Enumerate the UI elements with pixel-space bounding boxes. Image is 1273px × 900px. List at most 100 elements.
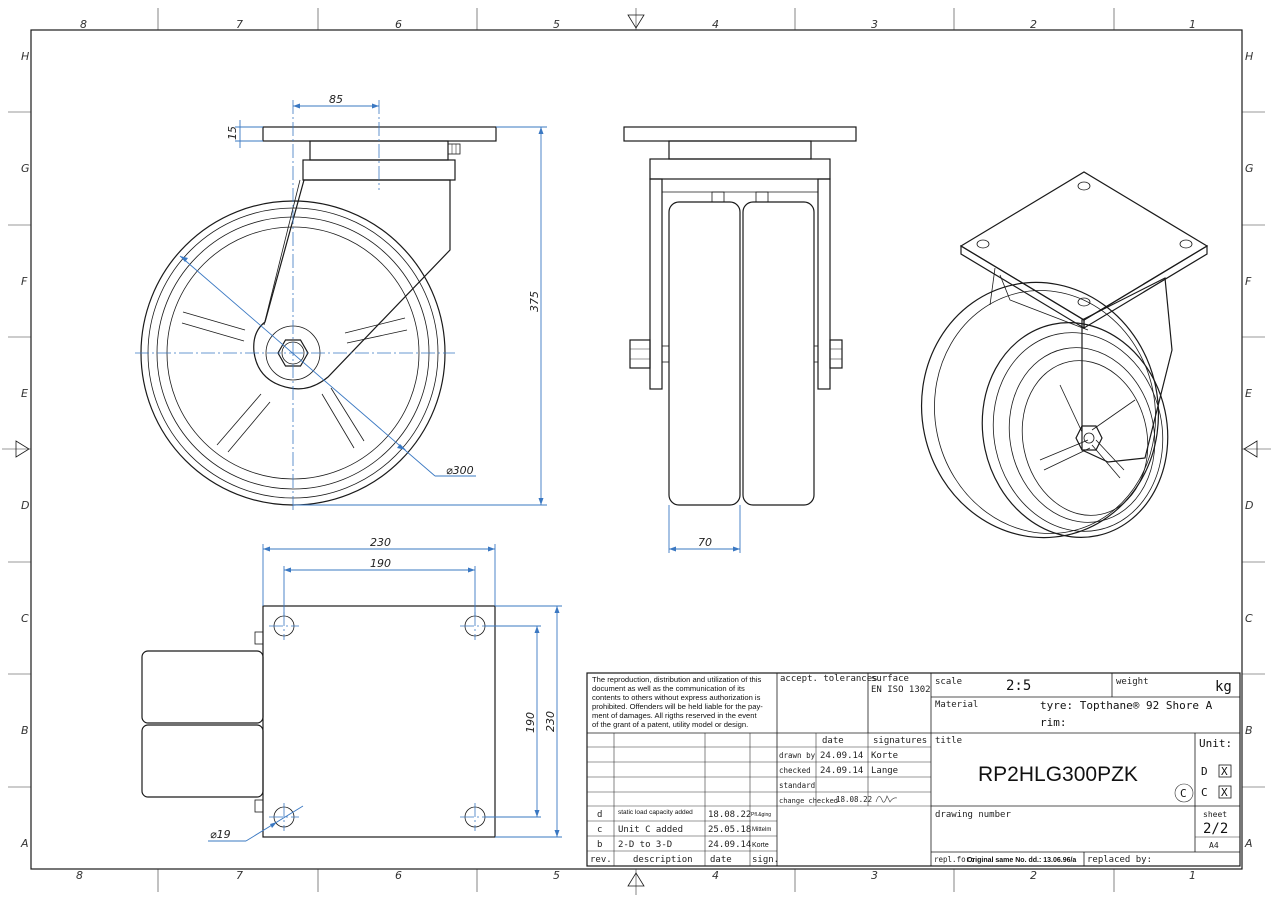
row-label: B [21, 724, 29, 737]
checked-label: checked [779, 766, 811, 775]
drawing-number-label: drawing number [935, 810, 1011, 820]
col-label: 2 [1030, 869, 1037, 882]
replaced-by-label: replaced by: [1087, 855, 1152, 865]
col-label: 4 [712, 869, 719, 882]
copyright-line: of the grant of a patent, utility model … [592, 720, 748, 729]
row-label: E [21, 387, 28, 400]
row-label: F [21, 275, 28, 288]
dim-hole-diameter: ⌀19 [210, 828, 231, 841]
row-label: C [1245, 612, 1253, 625]
rev-sign: Korte [752, 842, 769, 849]
dim-height: 375 [528, 291, 541, 312]
col-label: 6 [395, 869, 402, 882]
frame-ticks [2, 8, 1271, 895]
dim-hole-spacing-x: 190 [370, 557, 391, 570]
sign-header: sign. [752, 855, 779, 865]
rev-description: 2-D to 3-D [618, 840, 672, 850]
unit-marker-circle [1174, 783, 1194, 803]
row-label: E [1245, 387, 1252, 400]
col-label: 1 [1189, 18, 1196, 31]
material-tyre: tyre: Topthane® 92 Shore A [1040, 699, 1213, 712]
row-label: F [1245, 275, 1252, 288]
sheet-label: sheet [1203, 810, 1227, 819]
checked-date: 24.09.14 [820, 766, 863, 776]
drawing-frame: 8 7 6 5 4 3 2 1 8 7 6 5 4 3 2 1 H G F E … [2, 8, 1271, 895]
center-arrow-right-icon [1243, 440, 1258, 458]
rev-sign: Mittelm [752, 827, 771, 833]
unit-option-letter: C [1201, 786, 1208, 799]
drawn-by-name: Korte [871, 751, 898, 761]
change-checked-date: 18.08.22 [836, 795, 872, 804]
copyright-line: The reproduction, distribution and utili… [592, 675, 761, 684]
unit-option-letter: D [1201, 765, 1208, 778]
title-label: title [935, 736, 962, 746]
center-arrow-top-icon [627, 14, 645, 29]
dim-wheel-width: 70 [698, 536, 712, 549]
dim-plate-width: 230 [370, 536, 391, 549]
unit-label: Unit: [1199, 737, 1232, 750]
col-label: 6 [395, 18, 402, 31]
scale-value: 2:5 [1006, 678, 1031, 694]
scale-label: scale [935, 677, 962, 687]
drawn-by-label: drawn by [779, 751, 816, 760]
col-label: 4 [712, 18, 719, 31]
rev-sign: Pfl.&ging [751, 812, 771, 818]
accept-tolerances-label: accept. tolerances [780, 674, 878, 684]
checked-name: Lange [871, 766, 898, 776]
col-label: 3 [871, 869, 878, 882]
side-view: 85 15 375 ⌀300 [135, 93, 547, 512]
col-label: 5 [553, 18, 560, 31]
col-label: 5 [553, 869, 560, 882]
rev-date: 24.09.14 [708, 840, 751, 850]
row-label: A [20, 837, 29, 850]
copyright-line: ment of damages. All rigths reserved in … [592, 711, 758, 720]
rev-letter: d [597, 810, 602, 820]
col-label: 8 [80, 18, 87, 31]
row-label: H [1245, 50, 1253, 63]
sheet-value: 2/2 [1203, 821, 1228, 837]
rev-description: static load capacity added [618, 809, 693, 816]
center-arrow-left-icon [15, 440, 30, 458]
dim-plate-length: 230 [544, 711, 557, 732]
unit-option-mark: X [1221, 765, 1228, 778]
dim-offset: 85 [329, 93, 343, 106]
row-label: A [1244, 837, 1253, 850]
signature-mark-icon [875, 795, 898, 803]
repl-for-value: Original same No. dd.: 13.06.96/a [967, 857, 1076, 864]
top-view: 230 190 190 230 ⌀19 [141, 536, 562, 842]
material-rim: rim: [1040, 716, 1067, 729]
copyright-line: prohibited. Offenders will be held liabl… [592, 702, 763, 711]
row-label: H [21, 50, 29, 63]
unit-checkbox [1218, 764, 1232, 778]
col-label: 8 [76, 869, 83, 882]
drawing-title: RP2HLG300PZK [978, 763, 1138, 786]
surface-value: EN ISO 1302 [871, 685, 931, 695]
dim-wheel-diameter: ⌀300 [446, 464, 474, 477]
repl-for-label: repl.for: [934, 855, 975, 864]
unit-option-mark: X [1221, 786, 1228, 799]
drawn-by-date: 24.09.14 [820, 751, 863, 761]
col-label: 1 [1189, 869, 1196, 882]
isometric-view [920, 171, 1209, 539]
unit-marker: C [1180, 787, 1187, 800]
weight-label: weight [1116, 677, 1149, 687]
row-label: B [1245, 724, 1253, 737]
rev-description: Unit C added [618, 825, 683, 835]
weight-unit: kg [1215, 679, 1232, 695]
col-label: 2 [1030, 18, 1037, 31]
rev-letter: c [597, 825, 602, 835]
dim-hole-spacing-y: 190 [524, 712, 537, 733]
rev-date-header: date [710, 855, 732, 865]
col-label: 3 [871, 18, 878, 31]
rev-date: 25.05.18 [708, 825, 751, 835]
dim-plate-thickness: 15 [226, 126, 239, 140]
row-label: G [1245, 162, 1254, 175]
description-header: description [633, 855, 693, 865]
standard-label: standard [779, 781, 815, 790]
format-label: A4 [1209, 841, 1219, 850]
row-label: D [21, 499, 29, 512]
surface-label: surface [871, 674, 909, 684]
front-view: 70 [623, 126, 857, 553]
title-block: The reproduction, distribution and utili… [586, 672, 1241, 867]
rev-date: 18.08.22 [708, 810, 751, 820]
